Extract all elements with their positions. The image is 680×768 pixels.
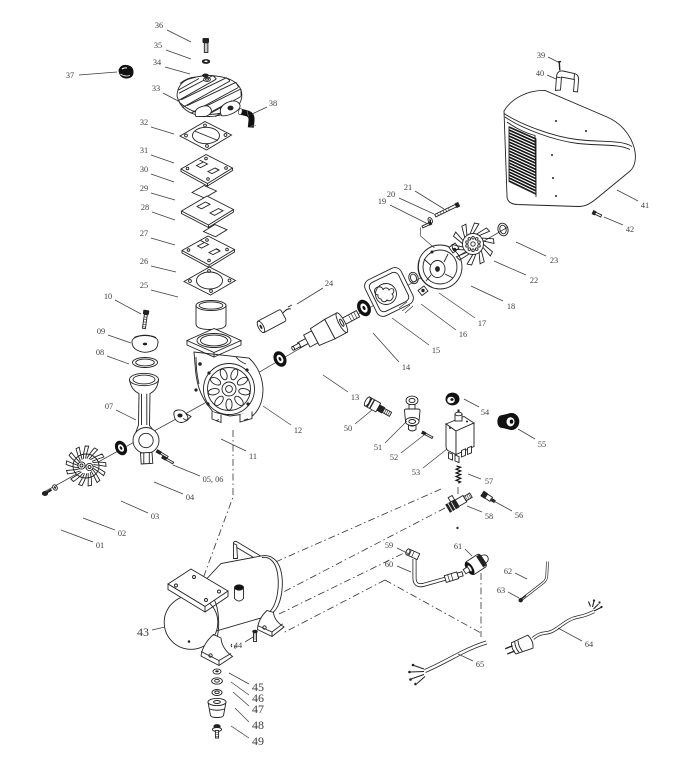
svg-text:09: 09 <box>97 327 105 336</box>
svg-text:16: 16 <box>459 330 467 339</box>
svg-text:27: 27 <box>140 229 148 238</box>
svg-text:07: 07 <box>105 402 113 411</box>
svg-text:25: 25 <box>140 281 148 290</box>
svg-text:45: 45 <box>252 680 264 694</box>
svg-text:02: 02 <box>118 529 126 538</box>
svg-text:54: 54 <box>481 408 490 417</box>
svg-text:12: 12 <box>294 426 302 435</box>
svg-text:38: 38 <box>269 99 277 108</box>
svg-text:29: 29 <box>140 184 148 193</box>
svg-text:17: 17 <box>478 319 486 328</box>
svg-text:26: 26 <box>140 257 148 266</box>
svg-text:41: 41 <box>641 201 649 210</box>
svg-text:11: 11 <box>249 452 257 461</box>
svg-text:42: 42 <box>626 225 634 234</box>
svg-text:65: 65 <box>476 660 484 669</box>
svg-text:08: 08 <box>96 348 104 357</box>
svg-text:23: 23 <box>550 256 558 265</box>
svg-text:64: 64 <box>585 640 594 649</box>
svg-text:36: 36 <box>155 21 163 30</box>
svg-text:33: 33 <box>152 84 160 93</box>
svg-text:22: 22 <box>530 276 538 285</box>
svg-text:24: 24 <box>325 279 334 288</box>
svg-text:49: 49 <box>252 734 264 748</box>
svg-text:21: 21 <box>404 183 412 192</box>
svg-text:61: 61 <box>454 542 462 551</box>
svg-text:32: 32 <box>140 118 148 127</box>
svg-text:34: 34 <box>153 58 162 67</box>
svg-text:52: 52 <box>390 453 398 462</box>
svg-text:55: 55 <box>538 440 546 449</box>
svg-text:04: 04 <box>186 493 195 502</box>
svg-text:51: 51 <box>374 443 382 452</box>
svg-text:28: 28 <box>141 203 149 212</box>
svg-text:05, 06: 05, 06 <box>203 475 224 484</box>
svg-text:60: 60 <box>385 560 393 569</box>
svg-text:30: 30 <box>140 165 148 174</box>
svg-text:37: 37 <box>66 71 74 80</box>
svg-text:47: 47 <box>252 702 264 716</box>
svg-text:40: 40 <box>536 69 544 78</box>
svg-text:48: 48 <box>252 718 264 732</box>
svg-text:35: 35 <box>154 41 162 50</box>
svg-text:44: 44 <box>234 641 243 650</box>
svg-text:13: 13 <box>351 393 359 402</box>
svg-text:19: 19 <box>378 197 386 206</box>
svg-text:59: 59 <box>385 541 393 550</box>
svg-text:56: 56 <box>515 511 523 520</box>
svg-text:63: 63 <box>497 586 505 595</box>
svg-text:62: 62 <box>504 567 512 576</box>
svg-text:10: 10 <box>104 292 112 301</box>
svg-text:18: 18 <box>507 302 515 311</box>
svg-text:43: 43 <box>137 625 149 639</box>
svg-text:58: 58 <box>485 512 493 521</box>
svg-text:50: 50 <box>344 424 352 433</box>
svg-text:53: 53 <box>412 468 420 477</box>
svg-text:31: 31 <box>140 146 148 155</box>
svg-text:57: 57 <box>485 477 493 486</box>
svg-text:20: 20 <box>387 190 395 199</box>
svg-text:14: 14 <box>402 363 411 372</box>
svg-text:39: 39 <box>537 51 545 60</box>
svg-text:15: 15 <box>432 346 440 355</box>
svg-text:03: 03 <box>151 512 159 521</box>
svg-text:46: 46 <box>252 691 264 705</box>
svg-text:01: 01 <box>96 541 104 550</box>
